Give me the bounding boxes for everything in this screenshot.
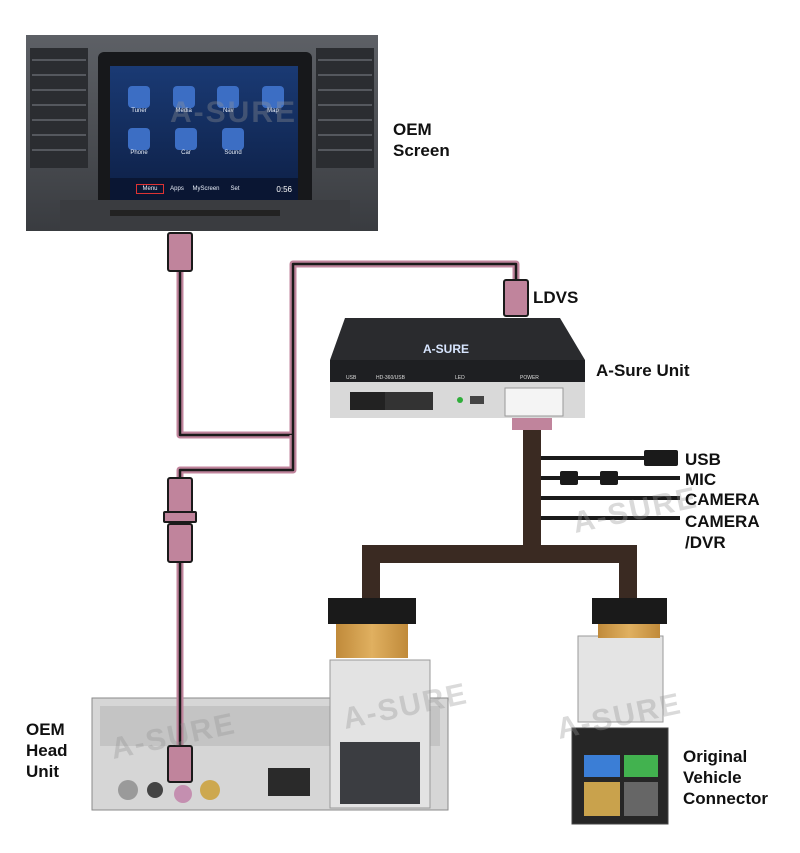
phone-icon	[128, 128, 150, 150]
screen-app-label: Tuner	[131, 108, 147, 114]
screen-app-label: Media	[175, 108, 192, 114]
screen-app-tuner: Tuner	[124, 86, 154, 114]
music-icon	[172, 86, 195, 108]
screen-menu-item: Menu	[136, 184, 164, 194]
label-original-vehicle-connector: Original Vehicle Connector	[683, 746, 768, 809]
screen-app-label: Car	[181, 150, 191, 156]
screen-app-nav: Nav	[213, 86, 243, 114]
speaker-icon	[222, 128, 244, 150]
label-line: Vehicle	[683, 768, 742, 787]
screen-app-media: Media	[169, 86, 199, 114]
screen-app-label: Sound	[224, 150, 242, 156]
label-ldvs: LDVS	[533, 288, 579, 307]
label-mic: MIC	[685, 470, 717, 489]
screen-app-label: Phone	[130, 150, 148, 156]
label-line: CAMERA	[685, 512, 760, 531]
screen-menu-item: Apps	[170, 186, 184, 192]
lvds-cables	[176, 260, 520, 750]
screen-bottom-bar: Menu Apps MyScreen Set 0:56	[110, 178, 298, 200]
screen-app-map: Map	[258, 86, 288, 114]
screen-display: Tuner Media Nav Map Phone Car Sound Menu…	[110, 66, 298, 200]
vehicle-connector	[571, 635, 669, 825]
head-unit-body	[91, 659, 449, 811]
unit-port-label: LED	[455, 375, 465, 381]
screen-app-label: Nav	[222, 108, 234, 114]
screen-app-sound: Sound	[218, 128, 248, 156]
label-line: Connector	[683, 789, 768, 808]
screen-menu-item: MyScreen	[192, 186, 220, 192]
screen-app-row-2: Phone Car Sound	[124, 128, 248, 156]
label-line: Screen	[393, 141, 450, 160]
screen-app-phone: Phone	[124, 128, 154, 156]
label-line: Head	[26, 741, 68, 760]
map-icon	[261, 86, 284, 108]
harness	[328, 418, 680, 658]
screen-clock: 0:56	[276, 184, 292, 194]
label-asure-unit: A-Sure Unit	[596, 361, 690, 380]
nav-icon	[217, 86, 240, 108]
watermark: A-SURE	[170, 96, 298, 129]
oem-screen-photo	[26, 35, 378, 231]
unit-port-label: USB	[346, 375, 357, 381]
label-line: /DVR	[685, 533, 726, 552]
car-icon	[175, 128, 197, 150]
asure-unit-box	[330, 318, 585, 418]
unit-port-label: HD-360/USB	[376, 375, 405, 381]
screen-app-row-1: Tuner Media Nav Map	[124, 86, 288, 114]
lvds-plugs	[163, 232, 529, 783]
unit-brand-logo: A-SURE	[423, 342, 470, 356]
label-line: OEM	[393, 120, 432, 139]
screen-app-label: Map	[267, 108, 279, 114]
label-line: OEM	[26, 720, 65, 739]
label-camera: CAMERA	[685, 490, 760, 509]
label-oem-screen: OEM Screen	[393, 119, 450, 161]
screen-menu-item: Set	[230, 186, 240, 192]
label-camera-dvr: CAMERA /DVR	[685, 511, 760, 553]
label-line: Unit	[26, 762, 60, 781]
label-usb: USB	[685, 450, 721, 469]
screen-app-car: Car	[171, 128, 201, 156]
label-line: Original	[683, 747, 748, 766]
label-oem-head-unit: OEM Head Unit	[26, 719, 68, 782]
tuner-icon	[128, 86, 150, 108]
unit-port-label: POWER	[520, 375, 539, 381]
